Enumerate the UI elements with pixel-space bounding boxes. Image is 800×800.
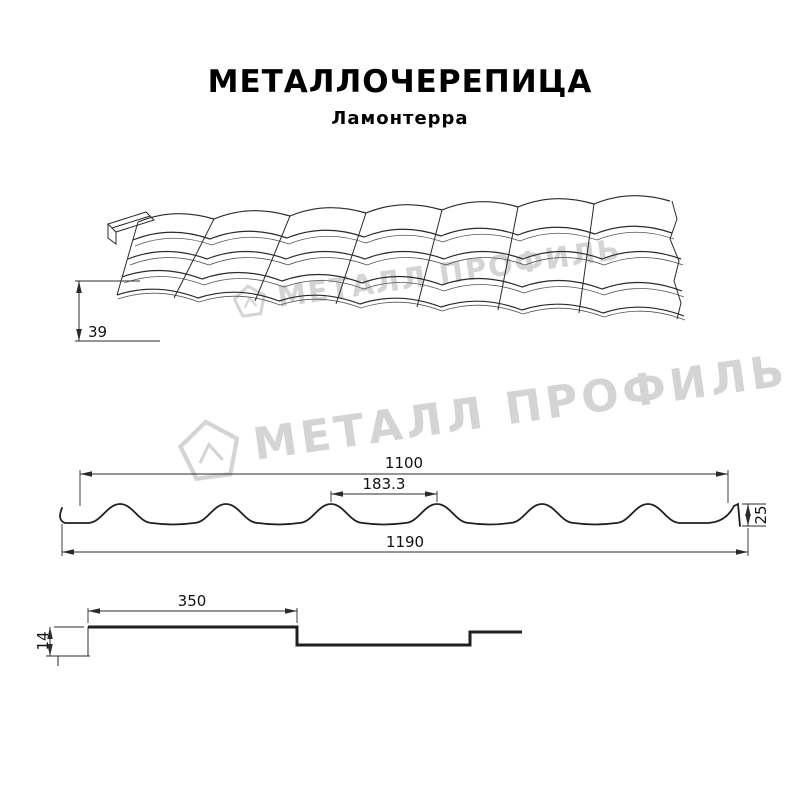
metall-profil-logo-icon <box>232 284 266 318</box>
tile-step-line <box>497 206 519 311</box>
tile-row-shadow <box>123 276 685 298</box>
dim-label-step-width: 350 <box>178 592 207 610</box>
ridge-cap-inner <box>111 215 151 229</box>
watermark-text: МЕТАЛЛ ПРОФИЛЬ <box>250 345 791 471</box>
break-line <box>669 200 682 320</box>
profile-section-view: 1100 183.3 25 1190 <box>59 454 770 556</box>
step-profile-view: 350 14 <box>34 592 522 666</box>
sheet-bottom-edge <box>116 288 685 317</box>
tile-row-line <box>127 250 682 260</box>
tile-step-line <box>578 203 595 314</box>
page-title: МЕТАЛЛОЧЕРЕПИЦА <box>207 64 593 100</box>
tile-row-line <box>121 269 683 292</box>
tile-step-line <box>254 215 291 302</box>
metall-profil-logo-icon <box>177 419 240 482</box>
sheet-top-edge <box>137 195 671 223</box>
tile-row-line <box>132 225 673 241</box>
sheet-left-edge <box>116 221 139 296</box>
tile-row-shadow <box>129 257 684 266</box>
watermark-text: МЕТАЛЛ ПРОФИЛЬ <box>275 232 623 314</box>
sheet-bottom-thickness <box>117 292 686 321</box>
dim-label-cover-width: 1100 <box>385 454 423 472</box>
dim-label-edge-height: 39 <box>88 323 107 341</box>
dim-label-step-height: 14 <box>34 631 52 650</box>
dim-label-profile-height: 25 <box>752 505 770 524</box>
drawing-header: МЕТАЛЛОЧЕРЕПИЦА Ламонтерра <box>0 64 800 129</box>
perspective-view: 39 <box>75 195 686 342</box>
page-subtitle: Ламонтерра <box>331 108 469 129</box>
profile-curve <box>59 502 741 527</box>
tile-step-line <box>335 212 367 305</box>
watermark-large: МЕТАЛЛ ПРОФИЛЬ <box>177 345 791 482</box>
step-profile-curve <box>88 625 522 647</box>
tile-step-line <box>416 209 443 308</box>
tile-step-line <box>173 218 215 299</box>
dim-label-overall-width: 1190 <box>386 533 424 551</box>
ridge-cap-side <box>107 224 117 245</box>
dim-label-wave-pitch: 183.3 <box>363 475 406 493</box>
ridge-cap <box>107 211 155 233</box>
